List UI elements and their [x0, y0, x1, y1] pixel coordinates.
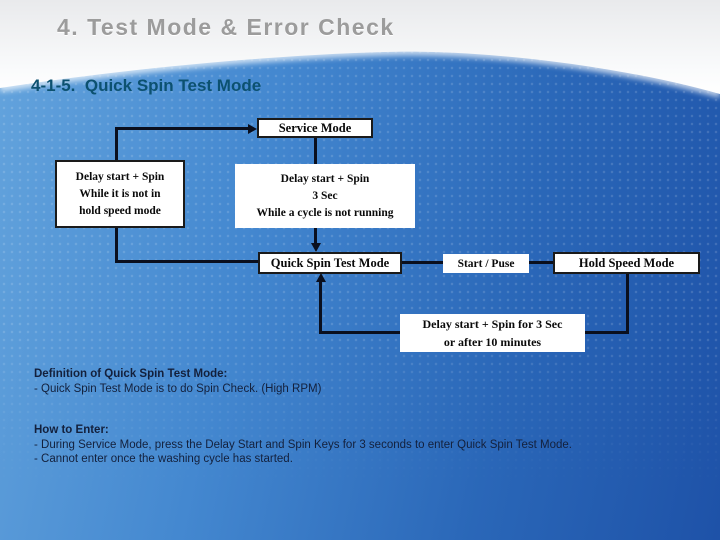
connector-leftbox-to-quick [115, 260, 258, 263]
header-swoosh [0, 0, 720, 110]
start-pause-label: Start / Puse [457, 257, 515, 270]
how-to-enter-block: How to Enter: - During Service Mode, pre… [34, 423, 572, 467]
loop-condition-box: Delay start + Spin for 3 Sec or after 10… [400, 314, 585, 352]
connector-leftbox-up [115, 127, 118, 161]
page-title: 4. Test Mode & Error Check [57, 14, 395, 40]
box-line: While it is not in [79, 187, 161, 200]
box-line: Delay start + Spin [75, 170, 165, 183]
box-line: Delay start + Spin for 3 Sec [422, 317, 563, 331]
definition-body: - Quick Spin Test Mode is to do Spin Che… [34, 382, 322, 395]
box-line: or after 10 minutes [443, 335, 542, 349]
box-line: 3 Sec [312, 189, 338, 202]
connector-hold-to-loopbox [585, 331, 629, 334]
connector-hold-down [626, 274, 629, 334]
service-mode-label: Service Mode [278, 120, 352, 135]
connector-loopbox-left [319, 331, 400, 334]
connector-service-to-middle [314, 137, 317, 165]
section-subtitle: 4-1-5. Quick Spin Test Mode [31, 76, 262, 95]
quick-spin-test-mode-box: Quick Spin Test Mode [258, 252, 402, 274]
box-line: Delay start + Spin [280, 172, 370, 185]
arrowhead-into-service-icon [248, 123, 257, 134]
connector-start-to-hold [529, 261, 553, 264]
connector-to-service [115, 127, 249, 130]
box-line: While a cycle is not running [256, 206, 394, 219]
service-mode-box: Service Mode [257, 118, 373, 138]
how-to-enter-heading: How to Enter: [34, 424, 109, 436]
definition-block: Definition of Quick Spin Test Mode: - Qu… [34, 367, 321, 396]
connector-loop-up [319, 281, 322, 334]
connector-middle-to-quick [314, 228, 317, 245]
definition-heading: Definition of Quick Spin Test Mode: [34, 368, 228, 380]
start-pause-box: Start / Puse [443, 254, 529, 273]
quick-spin-label: Quick Spin Test Mode [270, 255, 390, 270]
connector-leftbox-down [115, 228, 118, 263]
how-to-enter-line: - Cannot enter once the washing cycle ha… [34, 453, 293, 465]
delay-start-spin-hold-box: Delay start + Spin While it is not in ho… [55, 160, 185, 228]
box-line: hold speed mode [79, 204, 161, 217]
arrowhead-into-quick-icon [310, 243, 321, 252]
delay-start-spin-3sec-box: Delay start + Spin 3 Sec While a cycle i… [235, 164, 415, 228]
how-to-enter-line: - During Service Mode, press the Delay S… [34, 438, 572, 451]
connector-quick-to-start [402, 261, 443, 264]
arrowhead-into-quick-bottom-icon [315, 273, 326, 282]
hold-speed-mode-box: Hold Speed Mode [553, 252, 700, 274]
hold-speed-label: Hold Speed Mode [578, 255, 675, 270]
